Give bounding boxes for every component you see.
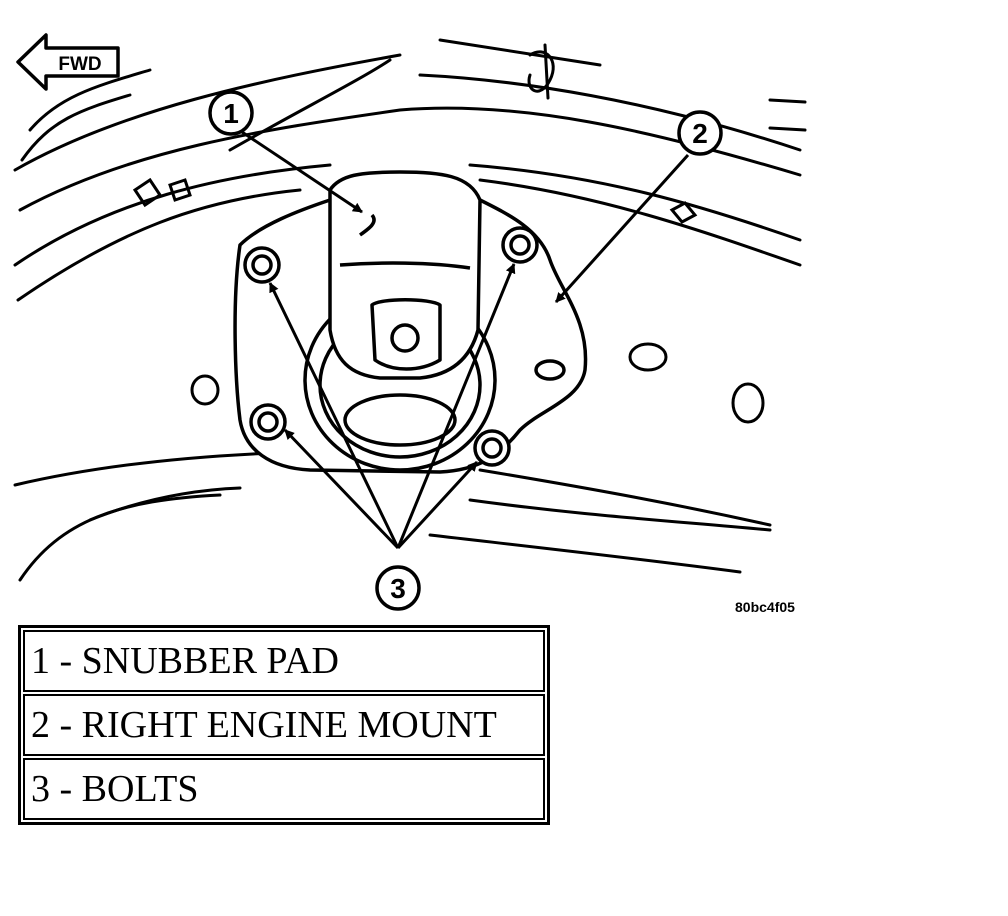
legend-row-bolts: 3 - BOLTS [23,758,545,820]
callout-1: 1 [208,90,254,136]
callout-2: 2 [677,110,723,156]
forward-direction-arrow: FWD [16,33,120,91]
legend-row-right-engine-mount: 2 - RIGHT ENGINE MOUNT [23,694,545,756]
callout-1-label: 1 [223,98,239,129]
figure-code: 80bc4f05 [735,599,795,615]
legend-table: 1 - SNUBBER PAD 2 - RIGHT ENGINE MOUNT 3… [18,625,550,825]
snubber-pad [328,170,482,380]
leader-lines [241,130,690,550]
body-structure-lines [13,38,807,582]
callout-3-label: 3 [390,573,406,604]
legend-row-snubber-pad: 1 - SNUBBER PAD [23,630,545,692]
callout-2-label: 2 [692,118,708,149]
callout-3: 3 [375,565,421,611]
bolts [243,226,539,467]
fwd-label: FWD [58,54,101,75]
engine-mount-diagram: FWD 1 2 3 80bc4f05 [13,33,807,615]
